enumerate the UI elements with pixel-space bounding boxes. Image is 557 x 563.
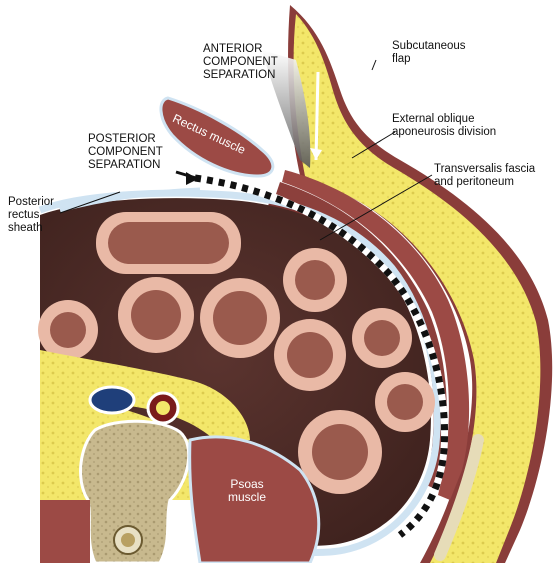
label-anterior-component-separation: ANTERIOR COMPONENT SEPARATION [203, 43, 278, 81]
label-posterior-rectus-sheath: Posterior rectus sheath [8, 196, 55, 234]
label-psoas-muscle: Psoas muscle [228, 477, 267, 504]
vena-cava [88, 385, 136, 415]
psoas-muscle [188, 435, 321, 563]
rectus-muscle [159, 96, 275, 178]
external-oblique-layer [282, 170, 470, 500]
label-transversalis-fascia-and-peritoneum: Transversalis fascia and peritoneum [434, 163, 536, 188]
label-subcutaneous-flap: Subcutaneous flap [392, 40, 466, 65]
separation-cleft [262, 50, 311, 168]
label-posterior-component-separation: POSTERIOR COMPONENT SEPARATION [88, 133, 163, 171]
label-external-oblique-aponeurosis-division: External oblique aponeurosis division [392, 113, 497, 138]
bowel-loops [38, 212, 435, 494]
vertebra [79, 419, 191, 563]
posterior-rectus-sheath [59, 187, 201, 213]
fat-layer [293, 14, 541, 563]
tendon-band [434, 434, 484, 561]
retroperitoneal-fat [40, 350, 250, 445]
